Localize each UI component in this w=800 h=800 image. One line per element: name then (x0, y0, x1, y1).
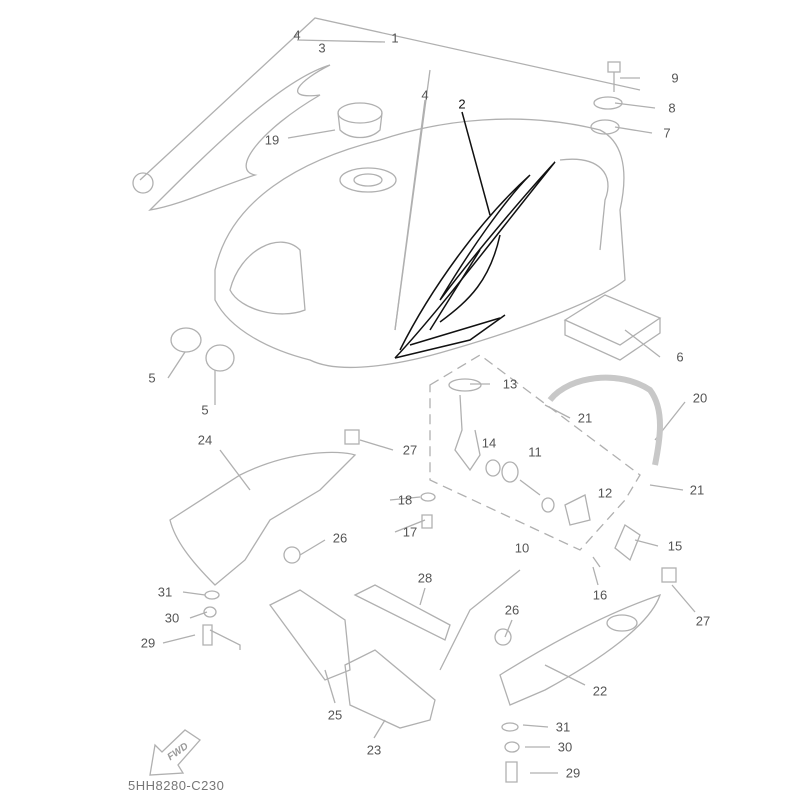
callout-26: 26 (332, 530, 348, 546)
callout-26: 26 (504, 602, 520, 618)
side-cover-decal (148, 64, 331, 211)
callout-25: 25 (327, 707, 343, 723)
callout-10: 10 (514, 540, 530, 556)
callout-30: 30 (557, 739, 573, 755)
callout-21: 21 (689, 482, 705, 498)
callout-22: 22 (592, 683, 608, 699)
drawing-code: 5HH8280-C230 (128, 778, 225, 793)
callout-5: 5 (201, 402, 209, 418)
fuel-cock-group-outline (429, 354, 641, 551)
callout-29: 29 (140, 635, 156, 651)
callout-6: 6 (676, 349, 684, 365)
tank-stripe-decal (394, 111, 556, 359)
leader-lines (139, 17, 696, 774)
callout-13: 13 (502, 376, 518, 392)
callout-20: 20 (692, 390, 708, 406)
fuel-tank (214, 118, 626, 369)
callout-16: 16 (592, 587, 608, 603)
callout-2: 2 (458, 96, 466, 112)
fuel-hose (547, 374, 663, 466)
callout-29: 29 (565, 765, 581, 781)
callout-31: 31 (555, 719, 571, 735)
callout-30: 30 (164, 610, 180, 626)
callout-11: 11 (528, 444, 542, 460)
callout-8: 8 (668, 100, 676, 116)
callout-4: 4 (293, 27, 301, 43)
callout-23: 23 (366, 742, 382, 758)
callout-19: 19 (264, 132, 280, 148)
callout-31: 31 (157, 584, 173, 600)
callout-18: 18 (397, 492, 413, 508)
callout-9: 9 (671, 70, 679, 86)
callout-15: 15 (667, 538, 683, 554)
callout-27: 27 (695, 613, 711, 629)
callout-24: 24 (197, 432, 213, 448)
side-cover-left (169, 451, 357, 586)
callout-17: 17 (402, 524, 418, 540)
callout-14: 14 (481, 435, 497, 451)
callout-27: 27 (402, 442, 418, 458)
fwd-arrow (149, 729, 201, 776)
callout-7: 7 (663, 125, 671, 141)
callout-3: 3 (318, 40, 326, 56)
side-cover-right (499, 593, 662, 706)
callout-21: 21 (577, 410, 593, 426)
callout-4: 4 (421, 87, 429, 103)
callout-1: 1 (391, 30, 399, 46)
emblem-part (132, 172, 154, 194)
callout-5: 5 (148, 370, 156, 386)
fuel-cap (337, 102, 383, 124)
callout-28: 28 (417, 570, 433, 586)
callout-12: 12 (597, 485, 613, 501)
